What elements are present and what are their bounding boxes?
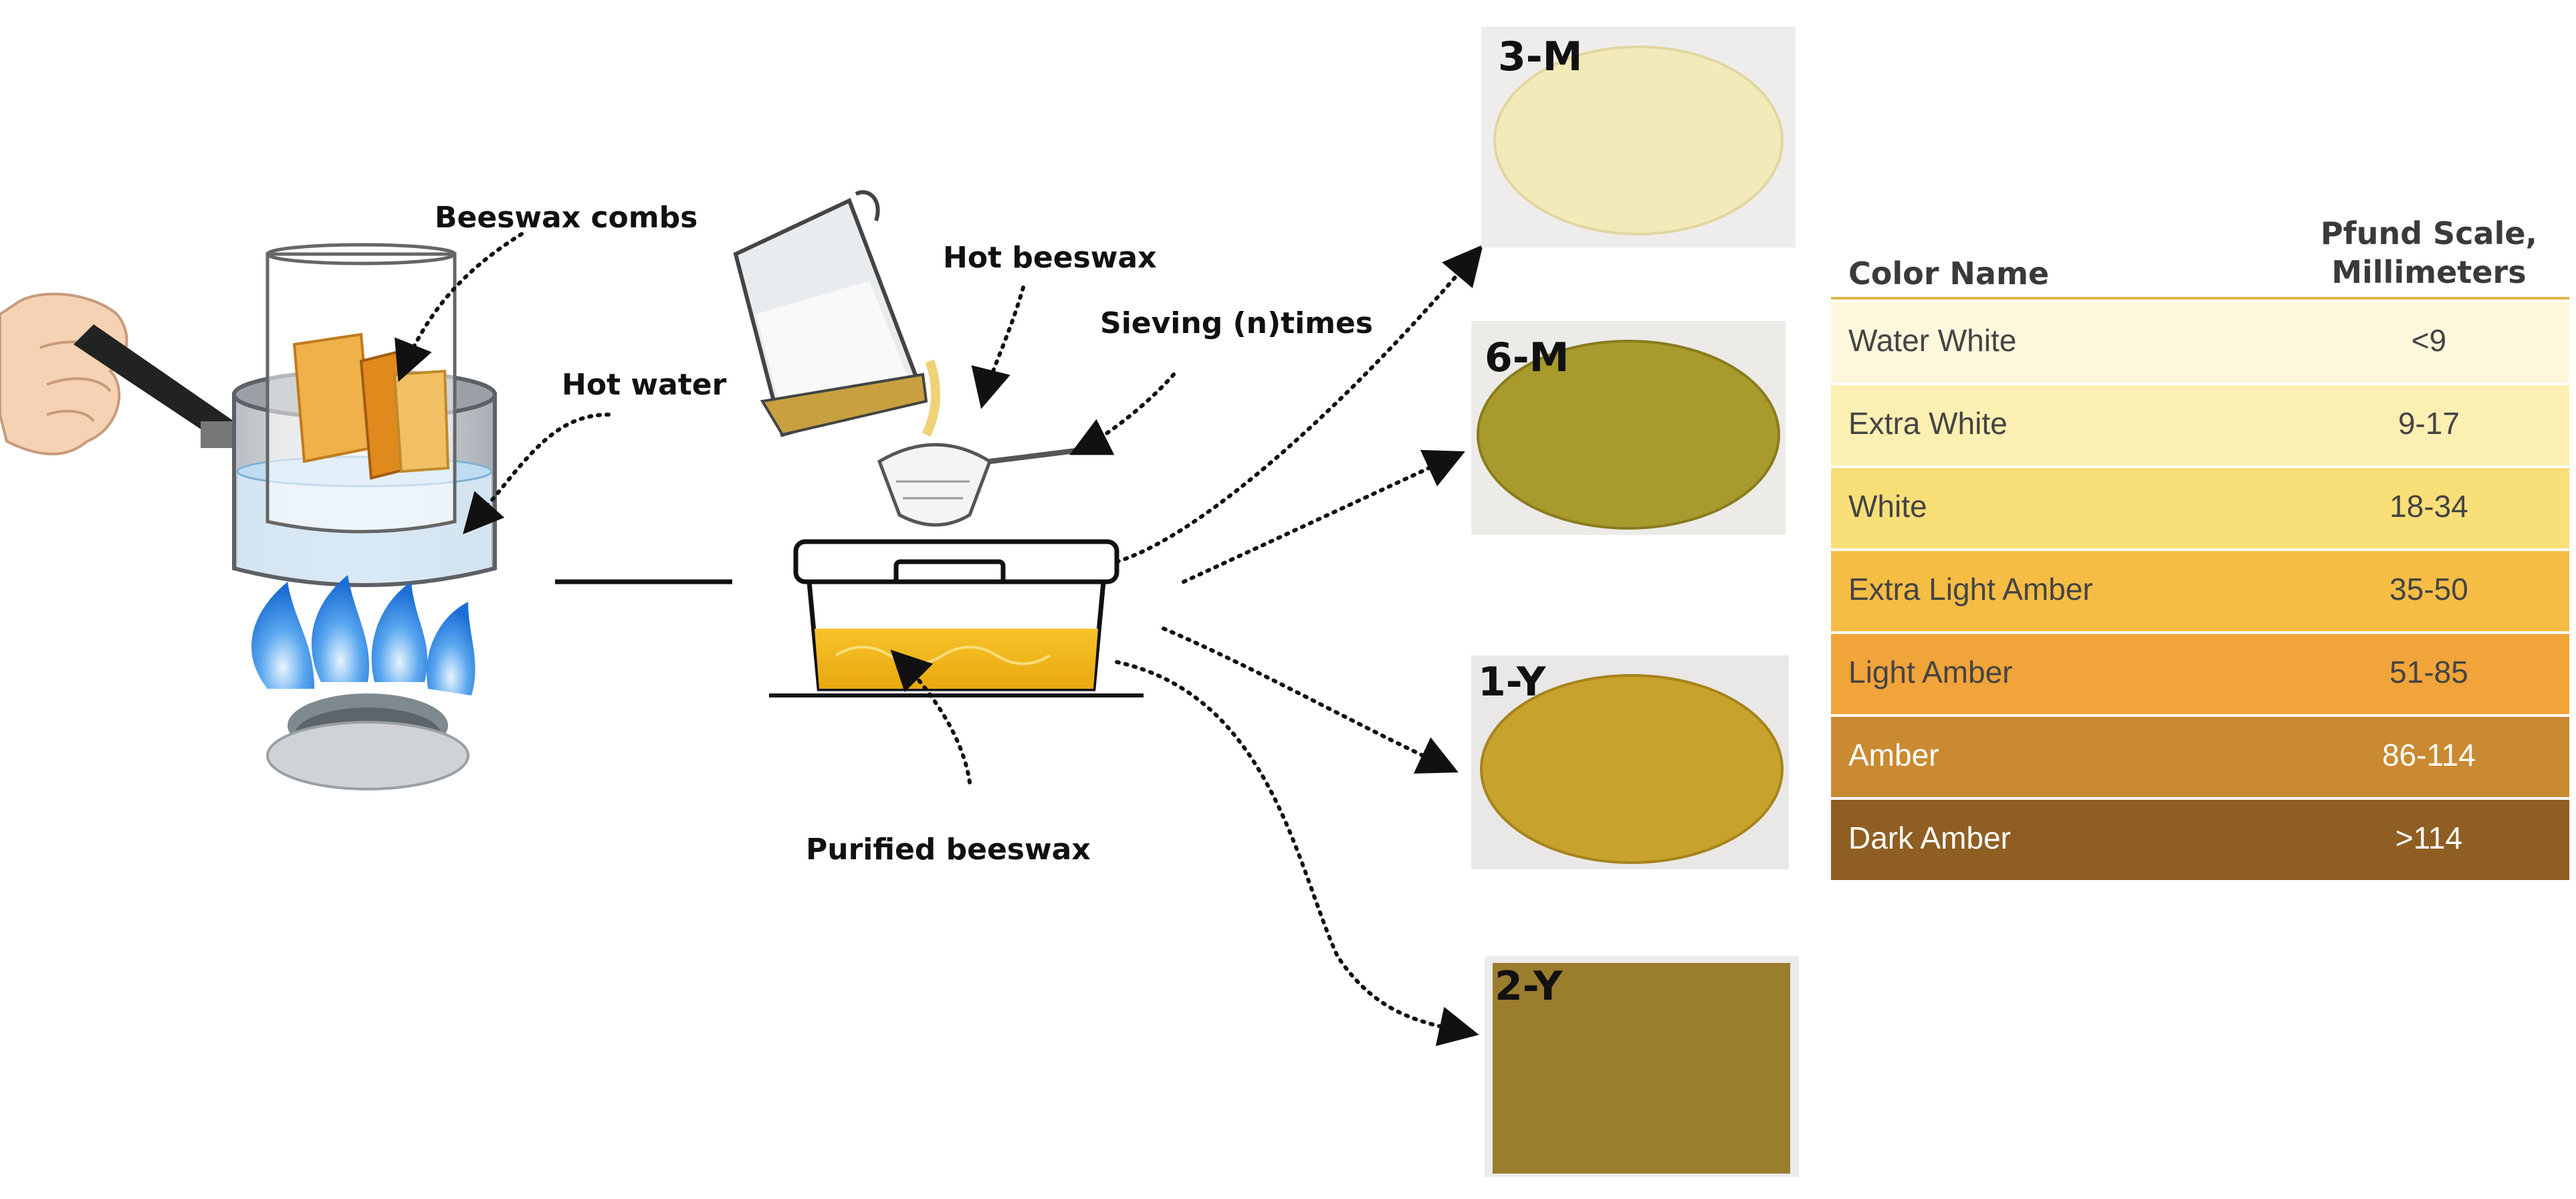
sieve-icon [877, 443, 1097, 527]
table-row: White 18-34 [1831, 465, 2569, 548]
arrow-to-3M [1115, 244, 1483, 564]
row-pfund-value: 35-50 [2389, 572, 2468, 607]
label-beeswax-combs: Beeswax combs [435, 201, 698, 235]
row-color-name: Amber [1848, 738, 1939, 772]
arrow-to-purified [890, 649, 972, 784]
arrow-to-2Y [1115, 660, 1479, 1047]
table-header: Color Name Pfund Scale, Millimeters [1831, 201, 2569, 300]
table-row: Extra Light Amber 35-50 [1831, 548, 2569, 631]
table-row: Dark Amber >114 [1831, 797, 2569, 880]
table-row: Extra White 9-17 [1831, 383, 2569, 465]
pouring-stream-icon [922, 359, 940, 437]
row-pfund-value: <9 [2411, 323, 2447, 358]
row-pfund-value: 9-17 [2397, 406, 2460, 441]
row-color-name: Extra White [1848, 406, 2008, 441]
label-sieving: Sieving (n)times [1100, 306, 1374, 340]
arrow-to-1Y [1162, 627, 1459, 774]
hand-icon [0, 292, 128, 455]
row-pfund-value: 51-85 [2389, 655, 2468, 689]
row-color-name: Dark Amber [1848, 821, 2011, 855]
header-divider [1831, 297, 2569, 300]
row-pfund-value: >114 [2395, 821, 2463, 855]
row-color-name: Light Amber [1848, 655, 2013, 689]
header-pfund-line2: Millimeters [2331, 254, 2527, 290]
label-hot-beeswax: Hot beeswax [943, 241, 1157, 275]
arrow-to-water [463, 413, 611, 534]
row-color-name: Extra Light Amber [1848, 572, 2093, 607]
beeswax-combs-icon [292, 332, 450, 480]
sample-code-2y: 2-Y [1495, 963, 1563, 1010]
arrow-to-6M [1182, 449, 1465, 584]
table-row: Water White <9 [1831, 300, 2569, 383]
arrow-to-sieve [1069, 372, 1176, 455]
sample-1y-photo [1471, 655, 1789, 869]
header-pfund-line1: Pfund Scale, [2320, 215, 2538, 251]
table-row: Amber 86-114 [1831, 714, 2569, 797]
sample-3m-photo [1481, 27, 1796, 247]
arrow-to-hot-beeswax [971, 286, 1025, 409]
sample-2y-photo [1485, 956, 1799, 1177]
label-hot-water: Hot water [562, 368, 727, 402]
container-box-icon [769, 539, 1144, 697]
sample-code-1y: 1-Y [1478, 659, 1546, 705]
sample-6m-photo [1471, 321, 1786, 535]
row-pfund-value: 86-114 [2382, 738, 2476, 772]
pfund-scale-table: Color Name Pfund Scale, Millimeters Wate… [1831, 201, 2569, 880]
header-color-name: Color Name [1848, 255, 2050, 292]
sample-code-3m: 3-M [1498, 33, 1583, 80]
row-color-name: White [1848, 489, 1927, 524]
label-purified-beeswax: Purified beeswax [806, 833, 1091, 867]
sample-code-6m: 6-M [1485, 334, 1570, 381]
row-pfund-value: 18-34 [2389, 489, 2468, 524]
row-color-name: Water White [1848, 323, 2017, 358]
gas-burner-icon [251, 575, 475, 790]
pouring-cup-icon [733, 190, 928, 437]
header-pfund-scale: Pfund Scale, Millimeters [2302, 214, 2556, 292]
table-row: Light Amber 51-85 [1831, 631, 2569, 714]
